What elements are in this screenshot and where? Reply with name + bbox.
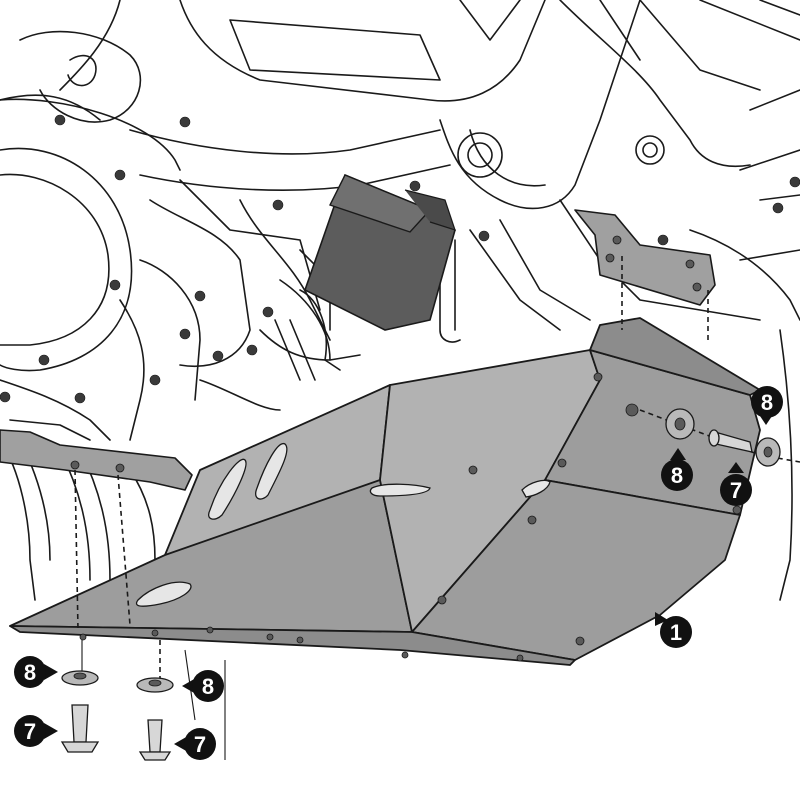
callout-label-8: 8 [24, 660, 36, 685]
callout-washer-8-right-top: 8 [751, 386, 783, 425]
callout-label-8: 8 [761, 390, 773, 415]
callout-bolt-7-middle: 7 [174, 728, 216, 760]
callout-label-7: 7 [24, 719, 36, 744]
callout-washer-8-left: 8 [14, 656, 58, 688]
fasteners [60, 408, 781, 761]
callouts: 1 8 8 7 8 7 [14, 386, 783, 760]
callout-label-7: 7 [730, 478, 742, 503]
callout-part-1: 1 [655, 612, 692, 648]
callout-bolt-7-left: 7 [14, 715, 58, 747]
left-mounting-bracket [0, 429, 193, 491]
callout-washer-8-middle: 8 [182, 670, 224, 702]
engine-guard-block [304, 173, 456, 331]
engine-bolt-heads [0, 114, 800, 404]
callout-bolt-7-right: 7 [720, 462, 752, 506]
callout-label-7: 7 [194, 732, 206, 757]
callout-label-1: 1 [670, 620, 682, 645]
callout-label-8: 8 [202, 674, 214, 699]
callout-label-8: 8 [671, 463, 683, 488]
assembly-guide-lines [74, 256, 800, 760]
callout-washer-8-right: 8 [661, 448, 693, 491]
right-mounting-bracket [574, 209, 716, 306]
skid-plate [9, 317, 761, 666]
motorcycle-frame-lineart [0, 0, 800, 601]
